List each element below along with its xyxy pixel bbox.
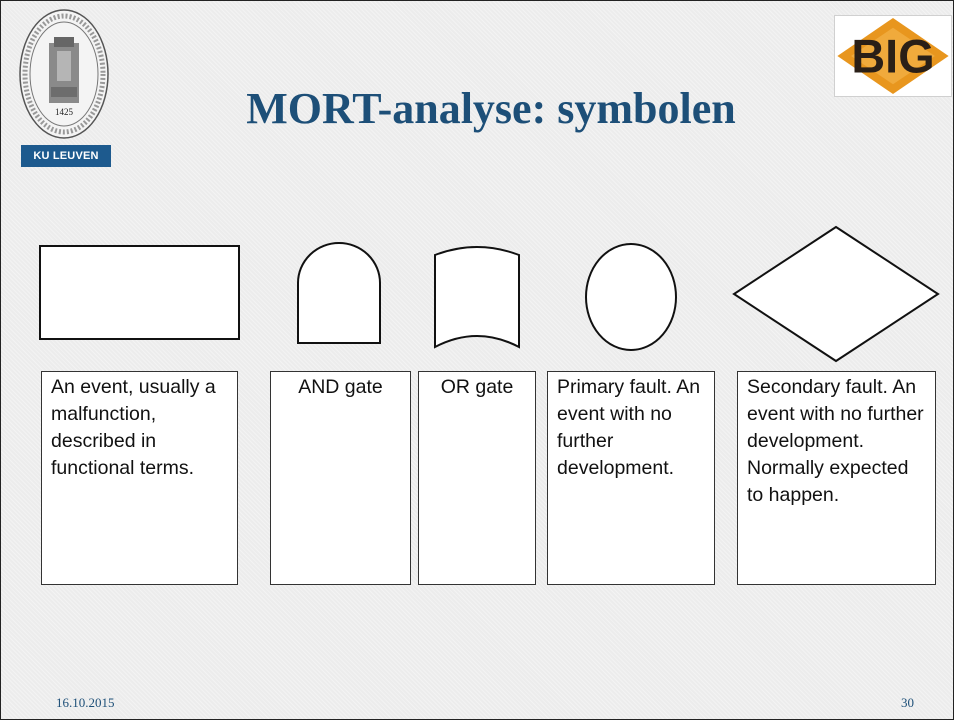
and-gate-description-text: AND gate <box>298 376 383 398</box>
big-logo: BIG <box>834 15 952 97</box>
or-gate-description-text: OR gate <box>440 376 514 398</box>
event-description-text: An event, usually a malfunction, describ… <box>51 376 216 479</box>
primary-fault-description-text: Primary fault. An event with no further … <box>557 376 701 479</box>
ku-leuven-logo: KU LEUVEN <box>21 145 111 167</box>
seal-year: 1425 <box>55 107 74 117</box>
page-number: 30 <box>901 695 914 710</box>
footer-date: 16.10.2015 <box>56 695 115 710</box>
or-gate-description-box: OR gate <box>418 371 536 585</box>
and-gate-symbol <box>297 242 381 344</box>
or-gate-symbol <box>434 246 520 349</box>
and-gate-description-box: AND gate <box>270 371 411 585</box>
secondary-fault-description-text: Secondary fault. An event with no furthe… <box>747 376 924 506</box>
primary-fault-circle-symbol <box>585 243 677 351</box>
big-logo-text: BIG <box>851 31 934 83</box>
primary-fault-description-box: Primary fault. An event with no further … <box>547 371 715 585</box>
slide-title: MORT-analyse: symbolen <box>246 84 736 133</box>
secondary-fault-description-box: Secondary fault. An event with no furthe… <box>737 371 936 585</box>
secondary-fault-diamond-symbol <box>732 225 940 363</box>
event-rectangle-symbol <box>39 245 240 340</box>
event-description-box: An event, usually a malfunction, describ… <box>41 371 238 585</box>
university-seal-logo: 1425 <box>19 9 109 139</box>
